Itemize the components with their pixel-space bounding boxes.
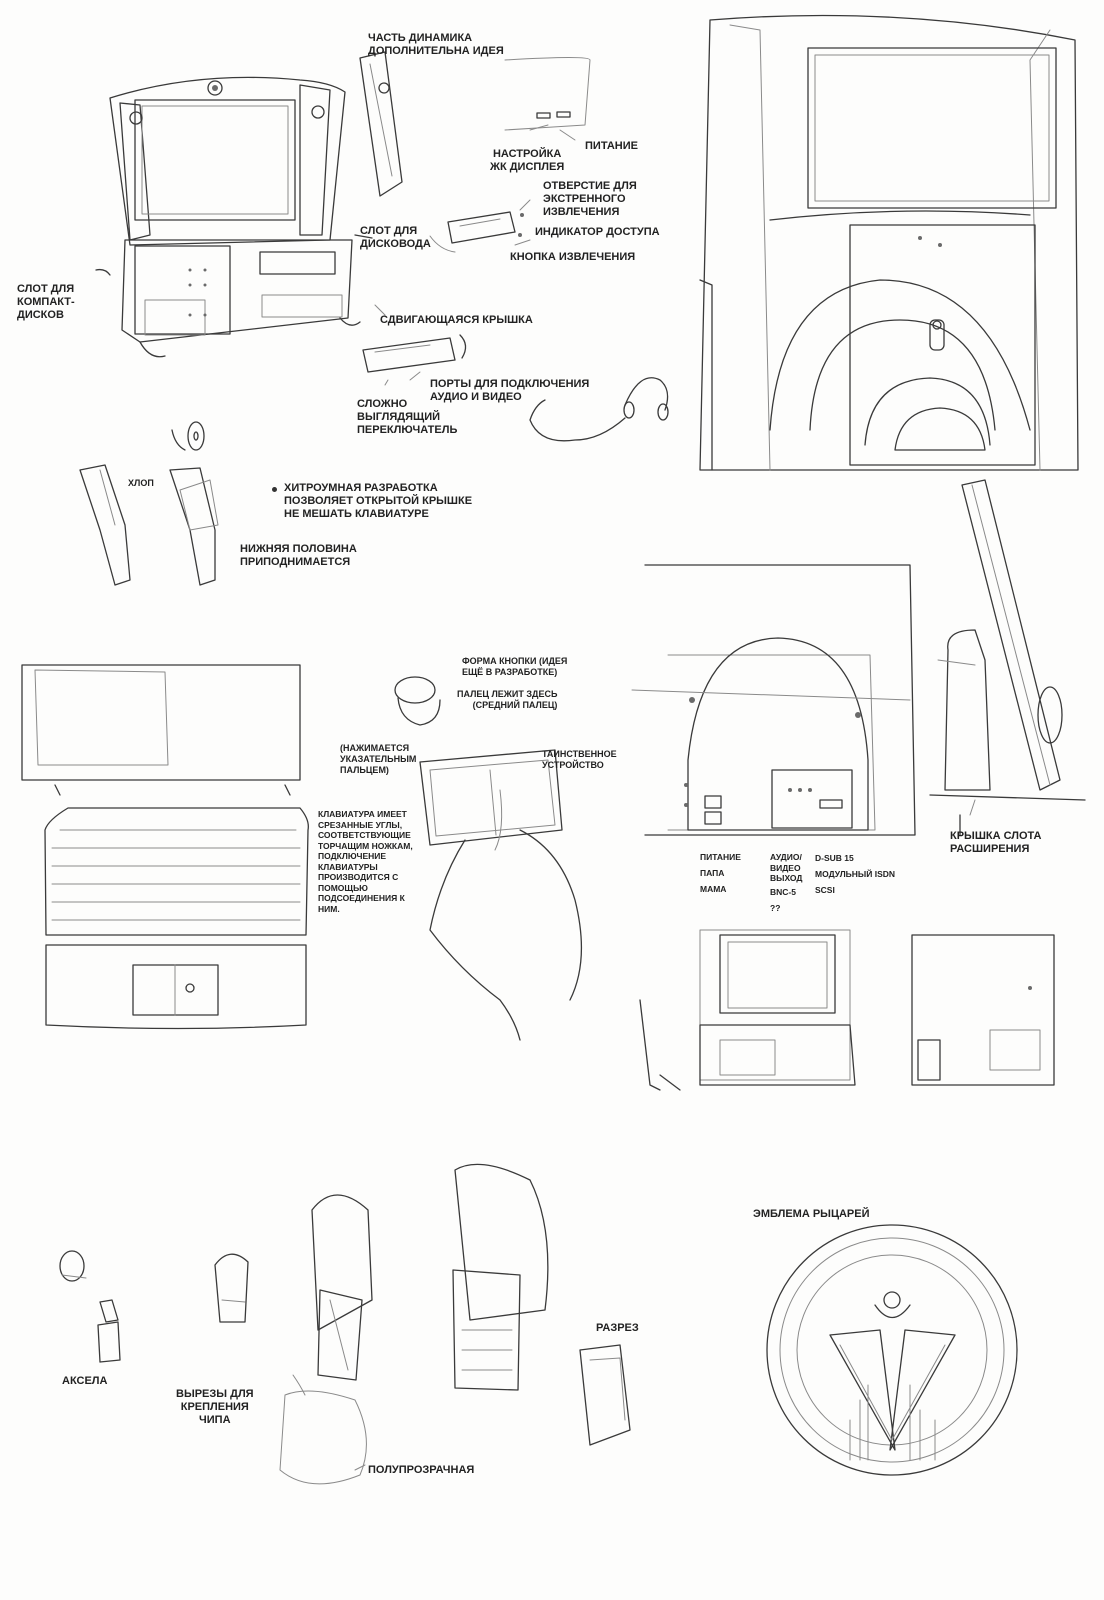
terminal-closeup-sketch <box>699 14 1079 471</box>
mysterious-device-sketch <box>394 676 583 1041</box>
label-bnc5: BNC-5 <box>770 887 796 897</box>
terminal-small-back-sketch <box>911 934 1055 1086</box>
label-port-male: ПАПА <box>700 868 725 878</box>
chip-sketches <box>59 1163 631 1485</box>
label-index-finger: (НАЖИМАЕТСЯ УКАЗАТЕЛЬНЫМ ПАЛЬЦЕМ) <box>340 743 417 775</box>
label-power: ПИТАНИЕ <box>585 140 638 152</box>
label-axela: АКСЕЛА <box>62 1375 108 1387</box>
sliding-cover-sketch <box>362 334 467 373</box>
label-clap: ХЛОП <box>128 478 154 488</box>
label-port-female: МАМА <box>700 884 727 894</box>
label-translucent: ПОЛУПРОЗРАЧНАЯ <box>368 1464 475 1476</box>
label-port-power: ПИТАНИЕ <box>700 852 741 862</box>
label-mysterious-device: ТАИНСТВЕННОЕ УСТРОЙСТВО <box>542 749 617 770</box>
label-dsub15: D-SUB 15 <box>815 853 854 863</box>
speaker-part-sketch <box>359 51 403 197</box>
label-unknown: ?? <box>770 903 781 913</box>
label-emergency-hole: ОТВЕРСТИЕ ДЛЯ ЭКСТРЕННОГО ИЗВЛЕЧЕНИЯ <box>543 180 637 218</box>
headphones-sketch <box>529 377 669 442</box>
label-scsi: SCSI <box>815 885 835 895</box>
label-knights-emblem: ЭМБЛЕМА РЫЦАРЕЙ <box>753 1208 870 1220</box>
label-finger-rests: ПАЛЕЦ ЛЕЖИТ ЗДЕСЬ (СРЕДНИЙ ПАЛЕЦ) <box>457 689 558 710</box>
label-expansion-cover: КРЫШКА СЛОТА РАСШИРЕНИЯ <box>950 830 1042 855</box>
label-floppy-slot: СЛОТ ДЛЯ ДИСКОВОДА <box>360 225 431 250</box>
control-panel-sketch <box>504 57 591 131</box>
knights-emblem-drawing <box>766 1224 1018 1476</box>
label-button-shape: ФОРМА КНОПКИ (ИДЕЯ ЕЩЁ В РАЗРАБОТКЕ) <box>462 656 568 677</box>
keyboard-sketch <box>21 664 309 1030</box>
label-speaker-part: ЧАСТЬ ДИНАМИКА ДОПОЛНИТЕЛЬНА ИДЕЯ <box>368 32 504 57</box>
label-av-ports: ПОРТЫ ДЛЯ ПОДКЛЮЧЕНИЯ АУДИО И ВИДЕО <box>430 378 590 403</box>
label-chip-cutouts: ВЫРЕЗЫ ДЛЯ КРЕПЛЕНИЯ ЧИПА <box>176 1388 254 1426</box>
label-keyboard-note: КЛАВИАТУРА ИМЕЕТ СРЕЗАННЫЕ УГЛЫ, СООТВЕТ… <box>318 809 413 914</box>
back-panel-sketch <box>631 564 916 836</box>
terminal-small-front-sketch <box>639 929 856 1091</box>
label-lower-half: НИЖНЯЯ ПОЛОВИНА ПРИПОДНИМАЕТСЯ <box>240 543 357 568</box>
label-access-indicator: ИНДИКАТОР ДОСТУПА <box>535 226 660 238</box>
label-sliding-cover: СДВИГАЮЩАЯСЯ КРЫШКА <box>380 314 533 326</box>
terminal-front-sketch <box>95 76 373 358</box>
floppy-drive-sketch <box>429 211 524 253</box>
label-lcd-setting: НАСТРОЙКА ЖК ДИСПЛЕЯ <box>490 148 565 173</box>
label-clever-design: ХИТРОУМНАЯ РАЗРАБОТКА ПОЗВОЛЯЕТ ОТКРЫТОЙ… <box>284 482 473 520</box>
label-complex-switch: СЛОЖНО ВЫГЛЯДЯЩИЙ ПЕРЕКЛЮЧАТЕЛЬ <box>357 398 458 436</box>
label-cd-slot: СЛОТ ДЛЯ КОМПАКТ- ДИСКОВ <box>17 283 75 321</box>
label-eject-button: КНОПКА ИЗВЛЕЧЕНИЯ <box>510 251 636 263</box>
label-av-out: АУДИО/ ВИДЕО ВЫХОД <box>770 852 803 883</box>
side-view-sketch <box>929 479 1086 836</box>
label-isdn: МОДУЛЬНЫЙ ISDN <box>815 869 896 879</box>
label-section: РАЗРЕЗ <box>596 1322 639 1334</box>
bullet-dot <box>272 487 277 492</box>
lid-mechanism-sketch <box>79 421 219 586</box>
